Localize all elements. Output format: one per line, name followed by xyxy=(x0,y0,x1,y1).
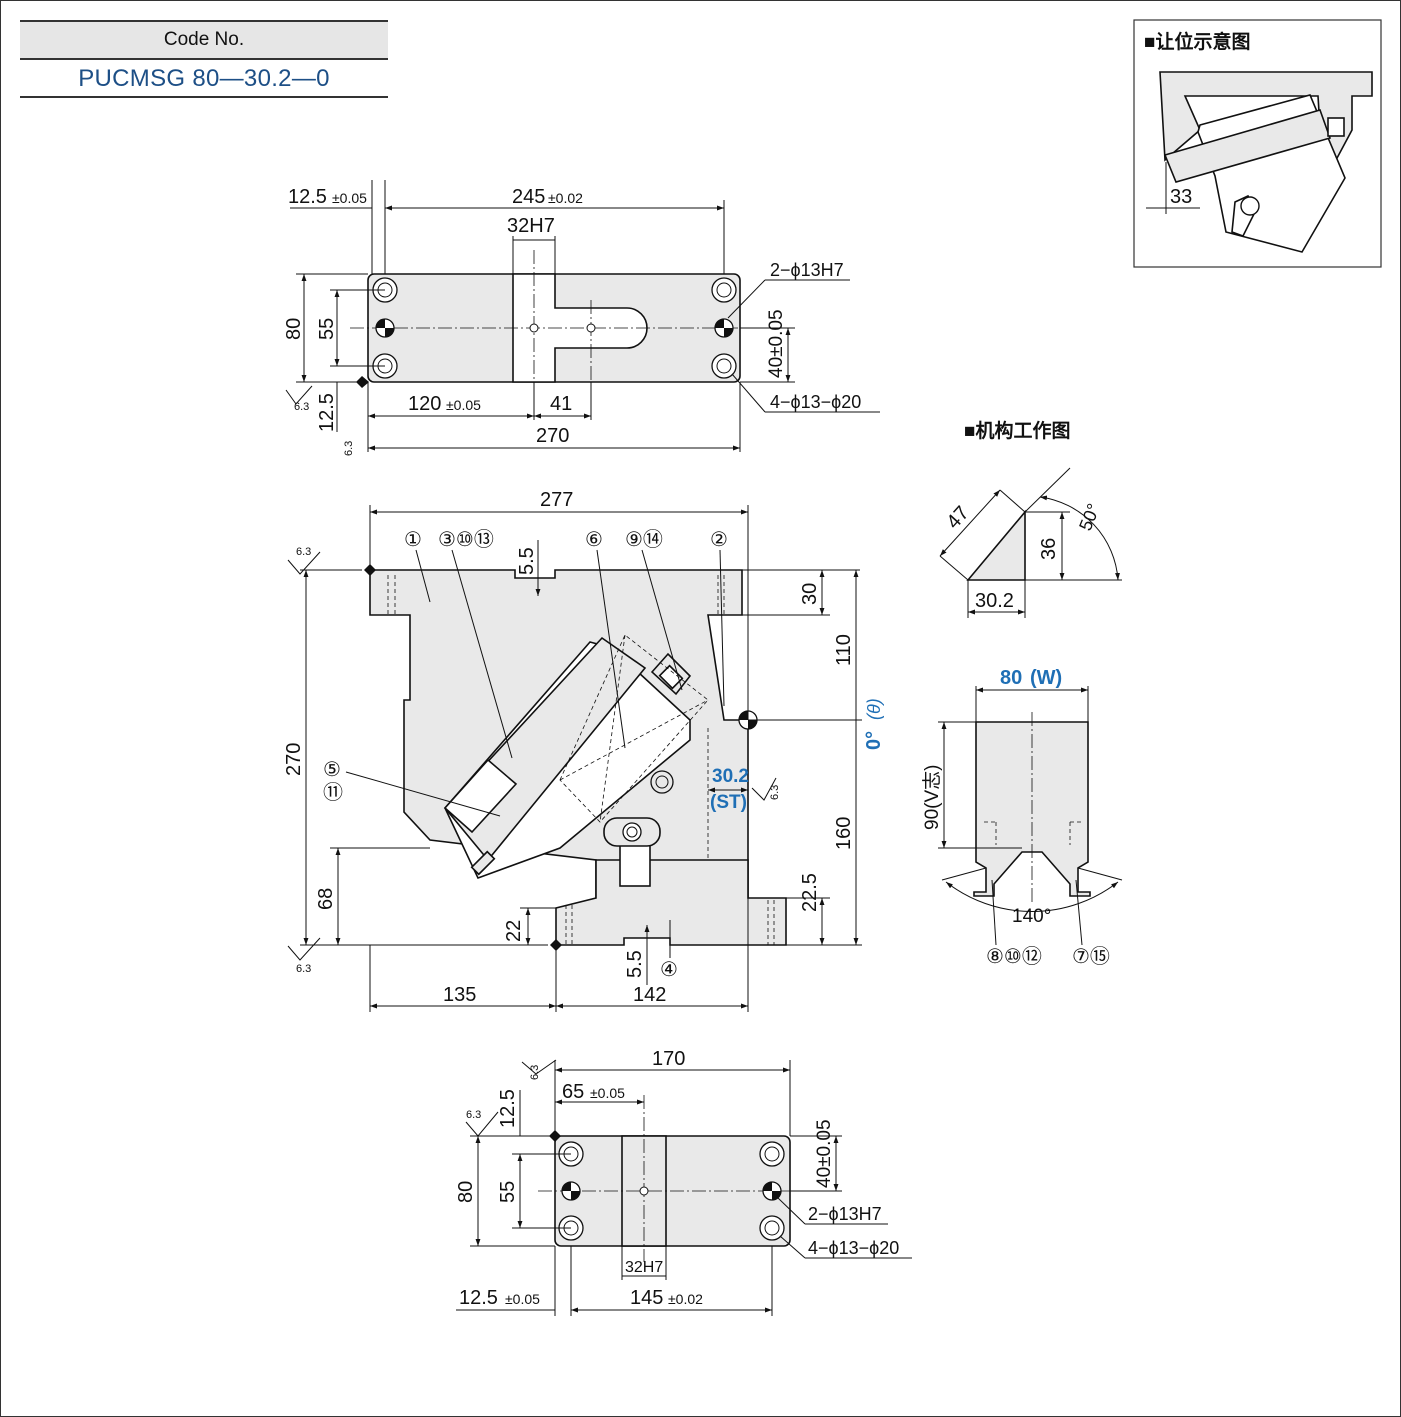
top-width: 80 xyxy=(283,318,305,340)
bottom-view: 170 65 ±0.05 80 55 12.5 40±0.05 2−ϕ13H7 … xyxy=(455,1048,912,1316)
bottom-hole1: 2−ϕ13H7 xyxy=(808,1204,882,1224)
top-slot: 32H7 xyxy=(507,215,555,237)
balloon-6: ⑥ xyxy=(585,529,603,551)
bottom-d12-tol: ±0.05 xyxy=(505,1291,540,1307)
top-view: 12.5 ±0.05 245 ±0.02 32H7 80 55 12.5 40±… xyxy=(283,180,880,456)
code-header: Code No. xyxy=(20,20,388,60)
bottom-hole2: 4−ϕ13−ϕ20 xyxy=(808,1238,899,1258)
front-view: 277 270 68 22 5.5 30 110 160 0° (θ) 22.5… xyxy=(283,489,885,1012)
code-number-box: Code No. PUCMSG 80—30.2—0 xyxy=(20,20,388,98)
top-length: 270 xyxy=(536,425,569,447)
rough-3: 6.3 xyxy=(769,785,781,800)
mech-balloon-right: ⑦⑮ xyxy=(1072,945,1110,968)
mechanism-title: ■机构工作图 xyxy=(964,419,1070,442)
mech-balloon-left: ⑧⑩⑫ xyxy=(986,945,1042,968)
bottom-width: 80 xyxy=(455,1181,477,1203)
mech-v: 90(V志) xyxy=(921,765,943,830)
top-d2-tol: ±0.02 xyxy=(548,190,583,206)
balloon-5: ⑤ xyxy=(323,759,341,781)
front-d68: 68 xyxy=(315,888,337,910)
bottom-d145-tol: ±0.02 xyxy=(668,1291,703,1307)
mech-d36: 36 xyxy=(1038,538,1060,560)
front-d55b: 5.5 xyxy=(624,950,646,978)
front-d110: 110 xyxy=(833,634,855,666)
top-hole2: 4−ϕ13−ϕ20 xyxy=(770,392,861,412)
top-d1-tol: ±0.05 xyxy=(332,190,367,206)
top-x41: 41 xyxy=(550,393,572,415)
rough-1: 6.3 xyxy=(294,401,309,413)
front-theta: (θ) xyxy=(864,698,884,720)
bottom-edge: 12.5 xyxy=(497,1089,519,1128)
front-width: 277 xyxy=(540,489,573,511)
bottom-x65: 65 xyxy=(562,1081,584,1103)
bottom-d12: 12.5 xyxy=(459,1287,498,1309)
top-edge: 12.5 xyxy=(316,393,338,432)
front-d225: 22.5 xyxy=(799,873,821,912)
mech-d302: 30.2 xyxy=(975,590,1014,612)
bottom-off: 40±0.05 xyxy=(814,1119,835,1188)
mech-w: 80 xyxy=(1000,667,1022,689)
bottom-pitch: 55 xyxy=(497,1181,519,1203)
bottom-x65-tol: ±0.05 xyxy=(590,1085,625,1101)
balloon-2: ② xyxy=(710,529,728,551)
front-stroke: 30.2 xyxy=(712,766,749,787)
code-value: PUCMSG 80—30.2—0 xyxy=(20,60,388,98)
front-stroke-label: (ST) xyxy=(710,792,747,813)
mechanism-view: ■机构工作图 47 36 50° 30.2 80 (W) 90(V志) xyxy=(921,419,1123,968)
front-height: 270 xyxy=(283,743,305,776)
top-x120-tol: ±0.05 xyxy=(446,397,481,413)
mech-angle: 50° xyxy=(1075,501,1104,534)
top-d1: 12.5 xyxy=(288,186,327,208)
rough-7: 6.3 xyxy=(529,1065,541,1080)
clearance-dim: 33 xyxy=(1170,186,1192,208)
top-off: 40±0.05 xyxy=(766,309,787,378)
balloon-4: ④ xyxy=(660,959,678,981)
bottom-slot: 32H7 xyxy=(625,1259,663,1276)
bottom-length: 170 xyxy=(652,1048,685,1070)
balloon-1: ① xyxy=(404,529,422,551)
rough-6: 6.3 xyxy=(466,1109,481,1121)
front-d135: 135 xyxy=(443,984,476,1006)
mech-a140: 140° xyxy=(1012,906,1051,927)
balloon-11: ⑪ xyxy=(323,781,343,804)
clearance-inset: ■让位示意图 33 xyxy=(1133,19,1382,268)
rough-4: 6.3 xyxy=(296,546,311,558)
top-hole1: 2−ϕ13H7 xyxy=(770,260,844,280)
mech-w-label: (W) xyxy=(1030,667,1062,689)
rough-2: 6.3 xyxy=(343,441,355,456)
front-d22: 22 xyxy=(503,920,525,942)
balloon-3-10-13: ③⑩⑬ xyxy=(438,528,494,551)
balloon-9-14: ⑨⑭ xyxy=(625,528,663,551)
front-d160: 160 xyxy=(833,817,855,850)
top-d2: 245 xyxy=(512,186,545,208)
front-d142: 142 xyxy=(633,984,666,1006)
bottom-d145: 145 xyxy=(630,1287,663,1309)
rough-5: 6.3 xyxy=(296,963,311,975)
front-d30: 30 xyxy=(799,583,821,605)
clearance-title: ■让位示意图 xyxy=(1144,30,1250,53)
front-d55: 5.5 xyxy=(516,547,538,575)
mech-d47: 47 xyxy=(942,502,973,533)
top-pitch: 55 xyxy=(316,318,338,340)
front-angle: 0° xyxy=(863,731,885,750)
top-x120: 120 xyxy=(408,393,441,415)
